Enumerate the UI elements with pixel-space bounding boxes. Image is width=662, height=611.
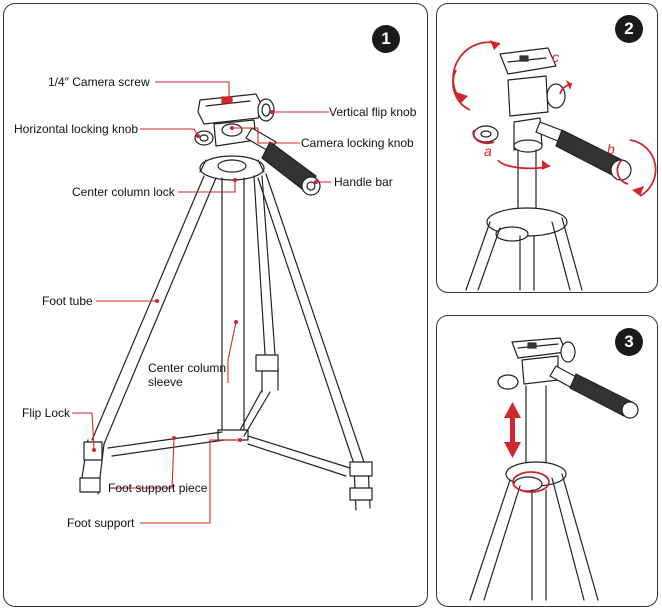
rotation-label-b: b [607, 141, 615, 157]
rotation-label-a: a [484, 143, 492, 159]
label-foot-support: Foot support [67, 516, 135, 530]
label-camera-screw: 1/4″ Camera screw [48, 75, 150, 89]
rotation-label-c: c [552, 49, 559, 65]
step-badge-1: 1 [372, 25, 400, 53]
label-center-column-sleeve-1: Center column [148, 361, 227, 375]
label-handle-bar: Handle bar [334, 175, 393, 189]
label-camera-locking-knob: Camera locking knob [301, 136, 414, 150]
label-center-column-sleeve-2: sleeve [148, 375, 183, 389]
label-foot-tube: Foot tube [42, 294, 93, 308]
label-foot-support-piece: Foot support piece [108, 481, 208, 495]
step-badge-3: 3 [615, 328, 643, 356]
step-badge-2: 2 [615, 15, 643, 43]
label-flip-lock: Flip Lock [22, 406, 71, 420]
label-vertical-flip-knob: Vertical flip knob [329, 105, 417, 119]
label-center-column-lock: Center column lock [72, 185, 175, 199]
label-horizontal-locking-knob: Horizontal locking knob [14, 122, 139, 136]
